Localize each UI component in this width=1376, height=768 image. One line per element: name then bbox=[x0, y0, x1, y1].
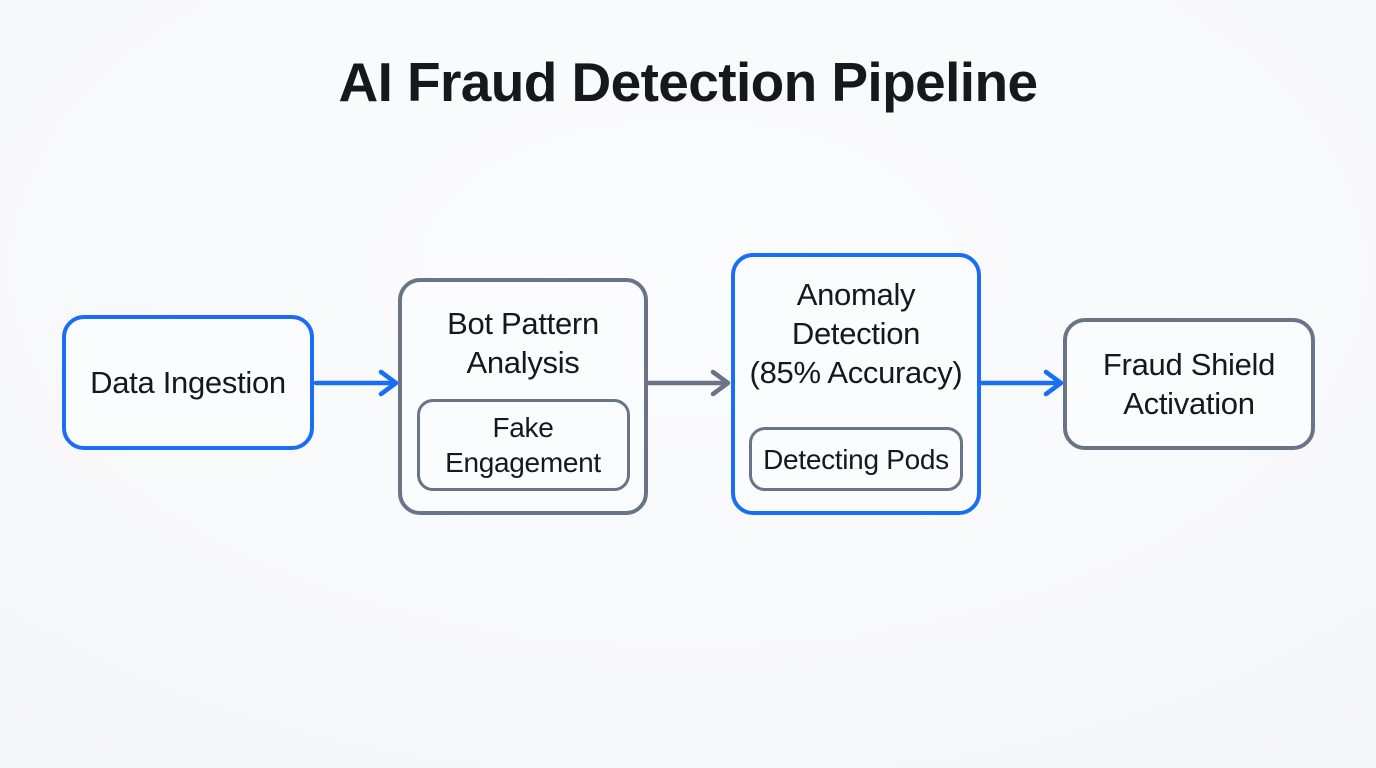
node-label-line: Anomaly bbox=[796, 277, 916, 312]
node-data-ingestion: Data Ingestion bbox=[62, 315, 314, 450]
page-title: AI Fraud Detection Pipeline bbox=[338, 51, 1039, 113]
arrow-head-icon bbox=[378, 369, 399, 397]
subnode-label: Detecting Pods bbox=[763, 442, 949, 477]
node-label-line: Data Ingestion bbox=[90, 365, 286, 400]
arrow-head-icon bbox=[710, 369, 731, 397]
node-anomaly-detection: Anomaly Detection (85% Accuracy) Detecti… bbox=[731, 253, 981, 515]
subnode-fake-engagement: Fake Engagement bbox=[416, 399, 630, 491]
subnode-label: Fake Engagement bbox=[445, 410, 601, 480]
node-label-line: (85% Accuracy) bbox=[749, 355, 963, 390]
subnode-label-line: Detecting Pods bbox=[763, 443, 949, 475]
edge-arrow-2 bbox=[646, 369, 731, 397]
node-bot-pattern-analysis: Bot Pattern Analysis Fake Engagement bbox=[398, 278, 648, 515]
subnode-detecting-pods: Detecting Pods bbox=[749, 427, 963, 491]
node-label: Bot Pattern Analysis bbox=[447, 304, 599, 382]
edge-arrow-1 bbox=[313, 369, 399, 397]
node-label-line: Fraud Shield bbox=[1102, 347, 1276, 382]
node-label-line: Bot Pattern bbox=[447, 306, 599, 341]
node-label-line: Detection bbox=[791, 316, 921, 351]
node-label-line: Activation bbox=[1123, 386, 1255, 421]
node-label: Anomaly Detection (85% Accuracy) bbox=[750, 275, 963, 392]
subnode-label-line: Fake bbox=[492, 412, 554, 443]
node-fraud-shield-activation: Fraud Shield Activation bbox=[1063, 318, 1315, 450]
node-label: Data Ingestion bbox=[90, 363, 286, 402]
arrow-head-icon bbox=[1043, 369, 1064, 397]
node-label: Fraud Shield Activation bbox=[1103, 345, 1275, 423]
node-label-line: Analysis bbox=[466, 345, 580, 380]
edge-arrow-3 bbox=[979, 369, 1064, 397]
subnode-label-line: Engagement bbox=[445, 447, 601, 478]
